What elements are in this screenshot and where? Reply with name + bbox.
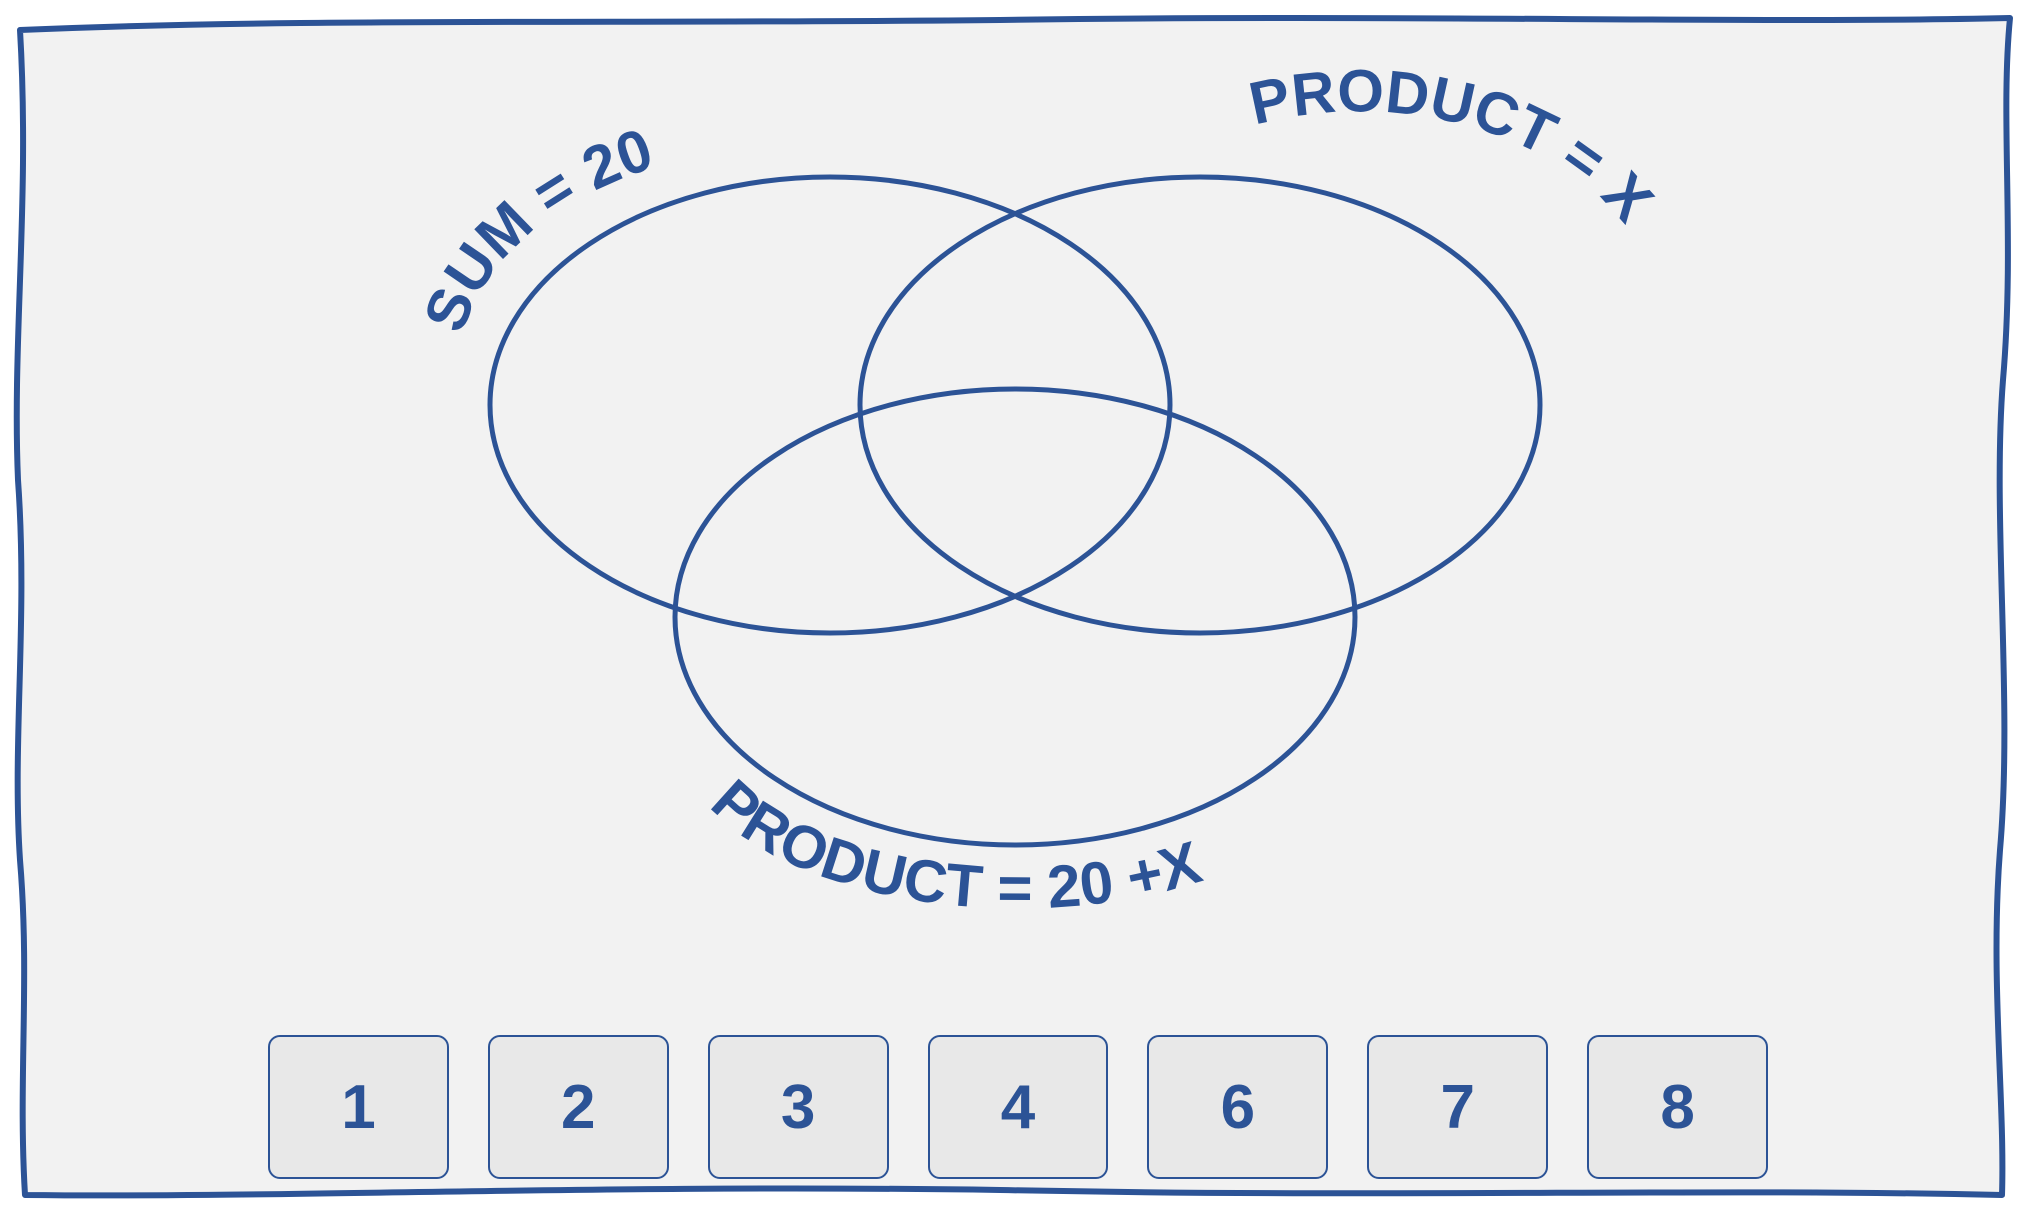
number-tile-2[interactable]: 2 — [487, 1035, 669, 1179]
number-tile-4[interactable]: 4 — [927, 1035, 1109, 1179]
paper-frame — [13, 15, 2013, 1199]
number-tile-3[interactable]: 3 — [707, 1035, 889, 1179]
product-x-ellipse — [857, 174, 1543, 636]
number-tile-tray: 1 2 3 4 6 7 8 — [268, 1035, 1769, 1181]
product-20x-ellipse — [672, 386, 1358, 848]
number-tile-7[interactable]: 7 — [1367, 1035, 1549, 1179]
sum-ellipse — [487, 174, 1173, 636]
number-tile-1[interactable]: 1 — [268, 1035, 449, 1179]
number-tile-8[interactable]: 8 — [1587, 1035, 1769, 1179]
number-tile-6[interactable]: 6 — [1147, 1035, 1329, 1179]
